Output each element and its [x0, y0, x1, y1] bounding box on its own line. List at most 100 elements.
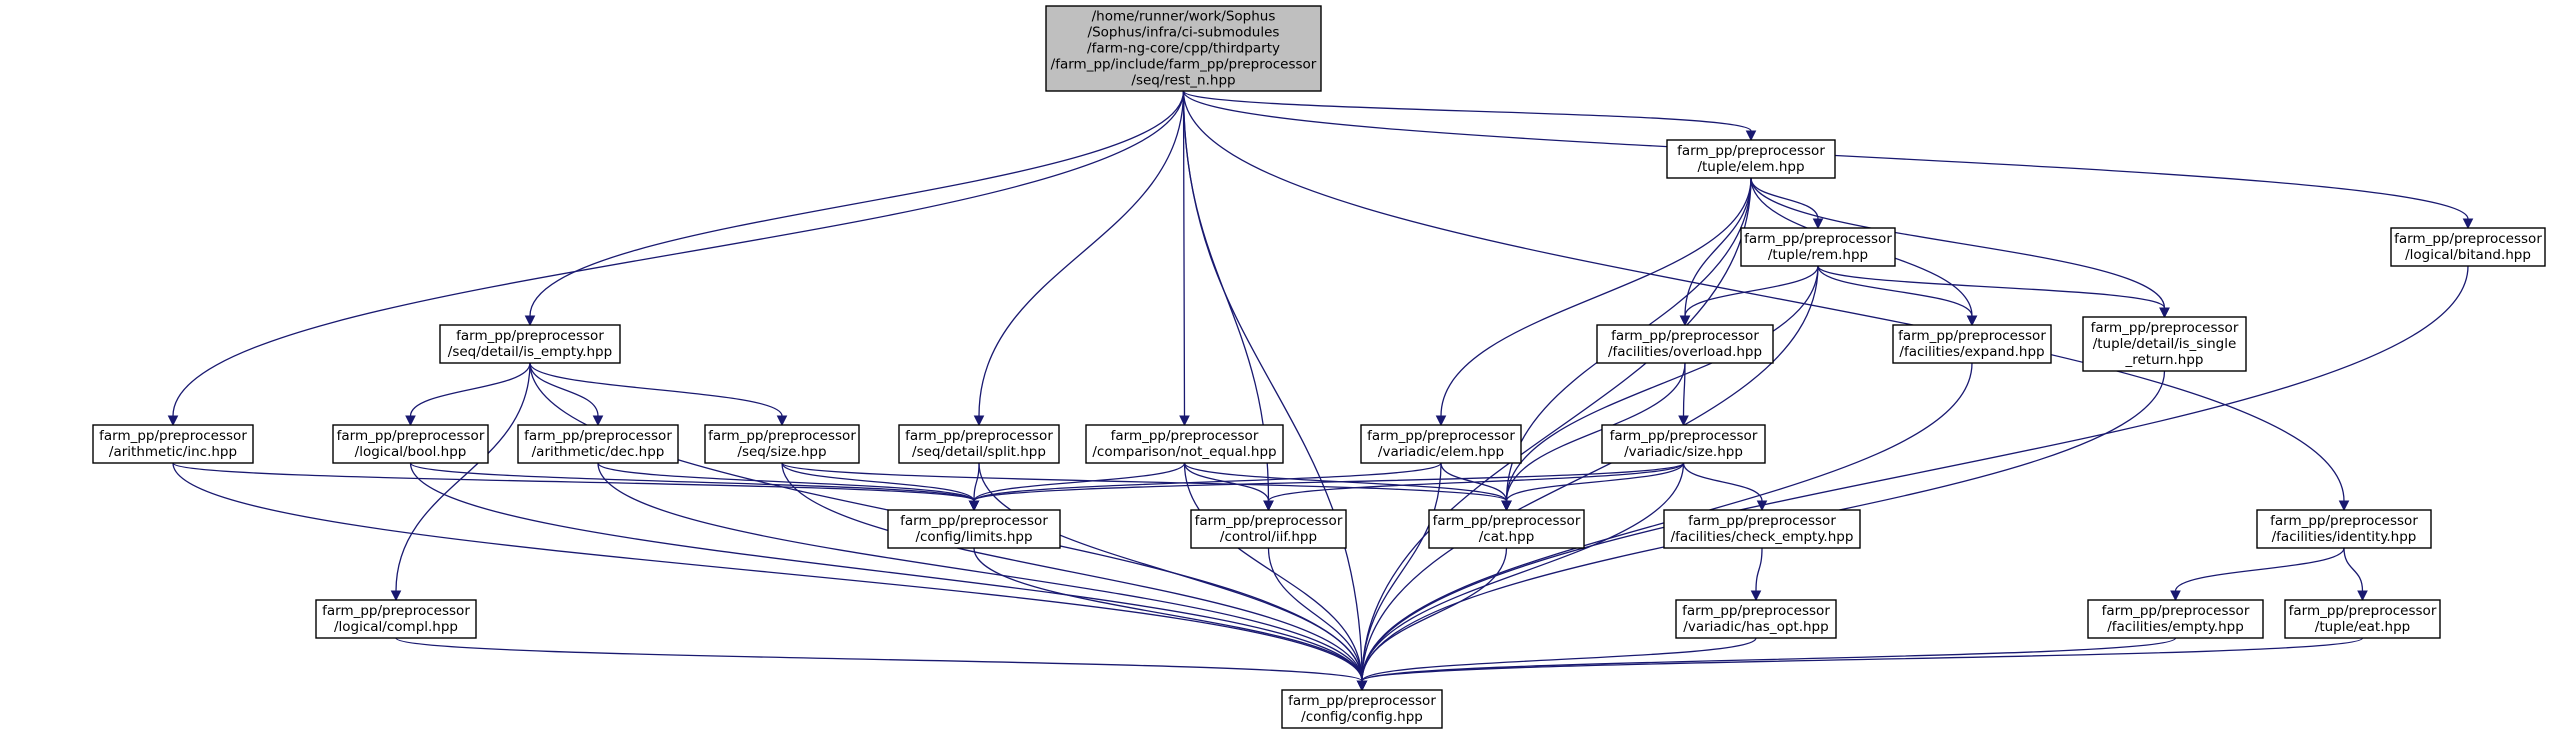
edge-variadic_size-to-fac_check_empty	[1682, 462, 1763, 502]
edge-tuple_elem-to-tuple_is_single	[1750, 177, 2166, 309]
node-variadic_elem[interactable]: farm_pp/preprocessor/variadic/elem.hpp	[1360, 424, 1522, 464]
node-label-logical_bool-line-0: farm_pp/preprocessor	[337, 428, 485, 444]
edge-variadic_size-to-control_iif	[1267, 462, 1685, 502]
edge-rest_n-to-fac_identity	[1182, 90, 2345, 502]
node-box-config_limits	[887, 509, 1061, 549]
node-tuple_eat[interactable]: farm_pp/preprocessor/tuple/eat.hpp	[2284, 599, 2441, 639]
node-cmp_not_equal[interactable]: farm_pp/preprocessor/comparison/not_equa…	[1085, 424, 1284, 464]
arrowhead-seq_is_empty-to-logical_bool	[405, 415, 416, 427]
edge-control_iif-to-config_config	[1267, 547, 1363, 682]
arrowhead-seq_is_empty-to-seq_size	[776, 415, 788, 427]
edge-seq_is_empty-to-logical_bool	[409, 362, 531, 417]
edge-seq_split-to-config_config	[978, 462, 1363, 682]
arrowhead-rest_n-to-logical_bitand	[2462, 218, 2474, 230]
node-label-tuple_rem-line-1: /tuple/rem.hpp	[1768, 247, 1868, 263]
node-box-arith_inc	[92, 424, 254, 464]
node-label-fac_identity-line-1: /facilities/identity.hpp	[2272, 529, 2417, 545]
edge-fac_identity-to-fac_empty	[2174, 547, 2345, 592]
arrowhead-rest_n-to-tuple_elem	[1745, 130, 1757, 142]
edge-cmp_not_equal-to-control_iif	[1183, 462, 1270, 502]
node-label-config_config-line-0: farm_pp/preprocessor	[1288, 693, 1436, 709]
node-label-control_iif-line-0: farm_pp/preprocessor	[1195, 513, 1343, 529]
node-seq_split[interactable]: farm_pp/preprocessor/seq/detail/split.hp…	[898, 424, 1060, 464]
edge-logical_compl-to-config_config	[395, 637, 1363, 682]
edge-variadic_size-to-config_config	[1361, 462, 1685, 682]
node-label-arith_inc-line-0: farm_pp/preprocessor	[99, 428, 247, 444]
node-fac_check_empty[interactable]: farm_pp/preprocessor/facilities/check_em…	[1663, 509, 1861, 549]
node-logical_compl[interactable]: farm_pp/preprocessor/logical/compl.hpp	[315, 599, 477, 639]
arrowhead-rest_n-to-seq_split	[973, 415, 985, 427]
node-tuple_elem[interactable]: farm_pp/preprocessor/tuple/elem.hpp	[1666, 139, 1836, 179]
node-label-seq_split-line-1: /seq/detail/split.hpp	[912, 444, 1046, 460]
node-box-logical_bitand	[2390, 227, 2546, 267]
node-variadic_size[interactable]: farm_pp/preprocessor/variadic/size.hpp	[1601, 424, 1766, 464]
node-fac_identity[interactable]: farm_pp/preprocessor/facilities/identity…	[2256, 509, 2432, 549]
node-control_iif[interactable]: farm_pp/preprocessor/control/iif.hpp	[1190, 509, 1347, 549]
node-box-tuple_is_single	[2082, 316, 2247, 372]
node-label-tuple_is_single-line-2: _return.hpp	[2124, 352, 2203, 368]
node-fac_overload[interactable]: farm_pp/preprocessor/facilities/overload…	[1596, 324, 1774, 364]
node-arith_inc[interactable]: farm_pp/preprocessor/arithmetic/inc.hpp	[92, 424, 254, 464]
arrowhead-fac_identity-to-tuple_eat	[2357, 590, 2368, 602]
node-label-cat-line-0: farm_pp/preprocessor	[1433, 513, 1581, 529]
edge-seq_is_empty-to-logical_compl	[395, 362, 531, 592]
node-logical_bitand[interactable]: farm_pp/preprocessor/logical/bitand.hpp	[2390, 227, 2546, 267]
edge-arith_dec-to-config_config	[597, 462, 1363, 682]
arrowhead-tuple_rem-to-fac_overload	[1679, 315, 1691, 327]
edge-fac_check_empty-to-variadic_has_opt	[1755, 547, 1763, 592]
edge-cat-to-config_config	[1361, 547, 1508, 682]
arrowhead-rest_n-to-cmp_not_equal	[1179, 415, 1190, 427]
node-variadic_has_opt[interactable]: farm_pp/preprocessor/variadic/has_opt.hp…	[1675, 599, 1837, 639]
arrowhead-tuple_rem-to-tuple_is_single	[2159, 307, 2170, 319]
node-seq_is_empty[interactable]: farm_pp/preprocessor/seq/detail/is_empty…	[439, 324, 621, 364]
node-label-variadic_size-line-1: /variadic/size.hpp	[1624, 444, 1743, 460]
node-label-seq_split-line-0: farm_pp/preprocessor	[905, 428, 1053, 444]
node-label-cat-line-1: /cat.hpp	[1479, 529, 1535, 545]
edge-tuple_rem-to-tuple_is_single	[1817, 265, 2166, 309]
node-tuple_rem[interactable]: farm_pp/preprocessor/tuple/rem.hpp	[1740, 227, 1896, 267]
node-label-config_limits-line-1: /config/limits.hpp	[915, 529, 1032, 545]
arrowhead-tuple_eat-to-config_config	[1356, 680, 1368, 692]
edge-fac_overload-to-cat	[1505, 362, 1686, 502]
node-config_config[interactable]: farm_pp/preprocessor/config/config.hpp	[1281, 689, 1443, 729]
edge-variadic_elem-to-config_limits	[973, 462, 1442, 502]
node-seq_size[interactable]: farm_pp/preprocessor/seq/size.hpp	[704, 424, 860, 464]
edge-rest_n-to-arith_inc	[172, 90, 1185, 417]
node-fac_empty[interactable]: farm_pp/preprocessor/facilities/empty.hp…	[2087, 599, 2264, 639]
node-arith_dec[interactable]: farm_pp/preprocessor/arithmetic/dec.hpp	[517, 424, 679, 464]
edge-tuple_elem-to-tuple_rem	[1750, 177, 1819, 220]
nodes-layer: /home/runner/work/Sophus/Sophus/infra/ci…	[92, 5, 2546, 729]
edge-seq_size-to-cat	[781, 462, 1508, 502]
node-fac_expand[interactable]: farm_pp/preprocessor/facilities/expand.h…	[1892, 324, 2052, 364]
node-label-rest_n-line-3: /farm_pp/include/farm_pp/preprocessor	[1051, 57, 1317, 73]
node-label-tuple_is_single-line-0: farm_pp/preprocessor	[2091, 320, 2239, 336]
arrowhead-tuple_rem-to-fac_expand	[1966, 315, 1978, 327]
arrowhead-tuple_elem-to-tuple_rem	[1812, 218, 1824, 230]
node-box-tuple_elem	[1666, 139, 1836, 179]
edge-variadic_elem-to-config_config	[1361, 462, 1442, 682]
node-label-logical_bitand-line-0: farm_pp/preprocessor	[2394, 231, 2542, 247]
node-logical_bool[interactable]: farm_pp/preprocessor/logical/bool.hpp	[332, 424, 489, 464]
node-rest_n[interactable]: /home/runner/work/Sophus/Sophus/infra/ci…	[1045, 5, 1322, 92]
node-label-fac_overload-line-1: /facilities/overload.hpp	[1608, 344, 1762, 360]
node-cat[interactable]: farm_pp/preprocessor/cat.hpp	[1428, 509, 1585, 549]
edge-logical_bool-to-config_config	[409, 462, 1363, 682]
node-label-fac_check_empty-line-0: farm_pp/preprocessor	[1688, 513, 1836, 529]
node-config_limits[interactable]: farm_pp/preprocessor/config/limits.hpp	[887, 509, 1061, 549]
node-label-cmp_not_equal-line-1: /comparison/not_equal.hpp	[1092, 444, 1276, 460]
arrowhead-variadic_size-to-config_limits	[968, 500, 980, 512]
node-label-variadic_elem-line-0: farm_pp/preprocessor	[1367, 428, 1515, 444]
edge-tuple_rem-to-fac_overload	[1684, 265, 1819, 317]
node-label-tuple_is_single-line-1: /tuple/detail/is_single	[2093, 336, 2237, 352]
edge-rest_n-to-config_config	[1182, 90, 1363, 682]
edge-variadic_has_opt-to-config_config	[1361, 637, 1757, 682]
node-box-seq_is_empty	[439, 324, 621, 364]
node-tuple_is_single[interactable]: farm_pp/preprocessor/tuple/detail/is_sin…	[2082, 316, 2247, 372]
arrowhead-fac_check_empty-to-variadic_has_opt	[1750, 590, 1762, 602]
edge-rest_n-to-tuple_elem	[1182, 90, 1752, 132]
arrowhead-tuple_elem-to-variadic_elem	[1435, 415, 1447, 427]
arrowhead-rest_n-to-fac_identity	[2338, 500, 2350, 512]
node-box-seq_split	[898, 424, 1060, 464]
node-label-tuple_elem-line-1: /tuple/elem.hpp	[1697, 159, 1804, 175]
